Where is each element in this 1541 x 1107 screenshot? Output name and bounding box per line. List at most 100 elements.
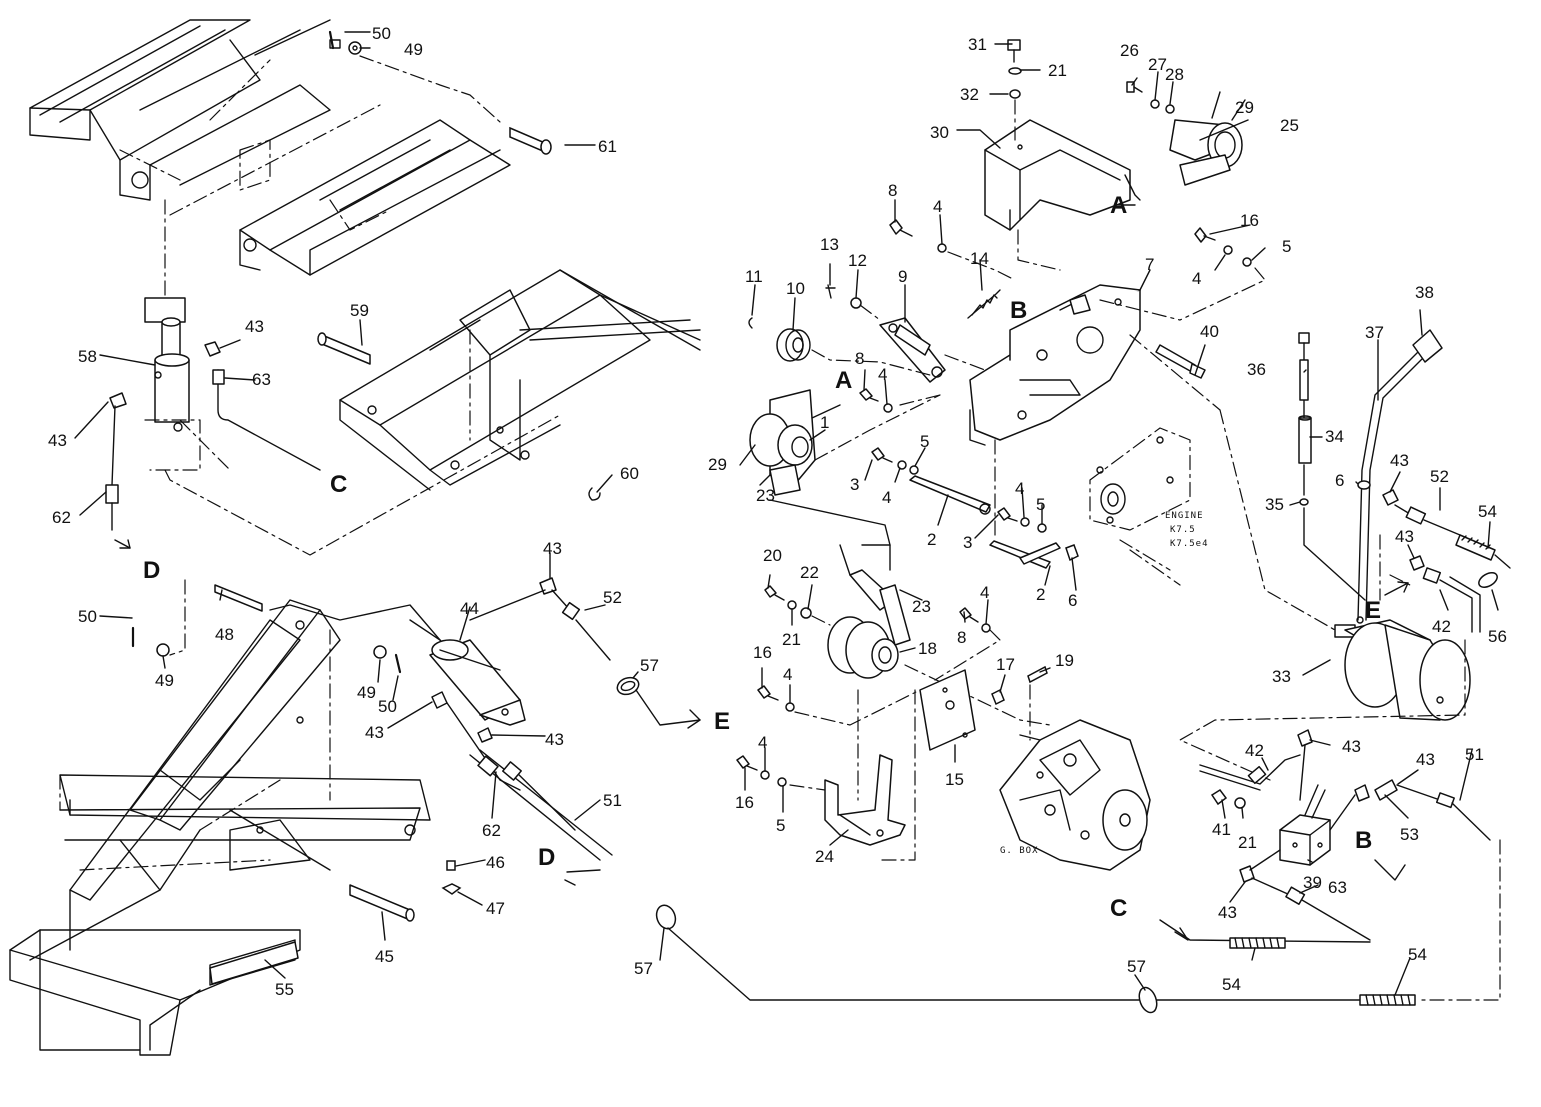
callout-43: 43 <box>1218 903 1237 922</box>
callout-63: 63 <box>1328 878 1347 897</box>
callout-9: 9 <box>898 267 907 286</box>
hydraulic-pump-33 <box>1334 616 1471 721</box>
callout-13: 13 <box>820 235 839 254</box>
callout-28: 28 <box>1165 65 1184 84</box>
washer-21-mid <box>787 600 797 610</box>
hose-52-lower <box>551 589 611 661</box>
callout-48: 48 <box>215 625 234 644</box>
callout-8: 8 <box>855 349 864 368</box>
washer-4-top-right <box>1223 245 1233 255</box>
callout-20: 20 <box>763 546 782 565</box>
callout-63: 63 <box>252 370 271 389</box>
callout-15: 15 <box>945 770 964 789</box>
callout-18: 18 <box>918 639 937 658</box>
washer-49-left <box>156 643 170 657</box>
bracket-24 <box>824 754 906 846</box>
callout-30: 30 <box>930 123 949 142</box>
callout-21: 21 <box>1238 833 1257 852</box>
washer-22 <box>800 607 812 619</box>
callout-4: 4 <box>933 197 942 216</box>
callout-21: 21 <box>1048 61 1067 80</box>
mower-deck-frame <box>339 269 701 491</box>
elbow-43-left-a <box>204 341 221 357</box>
mounting-plate-15 <box>919 669 976 751</box>
pulley-25 <box>1169 119 1243 186</box>
callout-5: 5 <box>1282 237 1291 256</box>
callout-60: 60 <box>620 464 639 483</box>
callout-4: 4 <box>1192 269 1201 288</box>
hydraulic-pipe-63-left <box>212 369 321 471</box>
engine-model-1: K7.5 <box>1170 525 1196 535</box>
lever-arm-2-lower <box>989 540 1061 569</box>
callout-2: 2 <box>1036 585 1045 604</box>
callout-42: 42 <box>1245 741 1264 760</box>
callout-14: 14 <box>970 249 989 268</box>
callout-6: 6 <box>1068 591 1077 610</box>
callout-3: 3 <box>963 533 972 552</box>
pulley-10 <box>776 328 811 362</box>
callout-41: 41 <box>1212 820 1231 839</box>
washer-4-lower-right <box>981 623 991 633</box>
callout-19: 19 <box>1055 651 1074 670</box>
callout-47: 47 <box>486 899 505 918</box>
callout-43: 43 <box>245 317 264 336</box>
callout-49: 49 <box>155 671 174 690</box>
gearbox-label: G. BOX <box>1000 846 1039 856</box>
elbow-43-left-b <box>109 392 127 409</box>
arm-9 <box>879 317 946 383</box>
washer-21-top <box>1008 67 1022 75</box>
bolt-16-low <box>736 755 758 771</box>
engine-model-2: K7.5e4 <box>1170 539 1209 549</box>
nut-17 <box>991 688 1005 706</box>
bolt-8-mid <box>859 388 879 402</box>
elbow-43-cyl-b <box>477 727 493 743</box>
callout-50: 50 <box>372 24 391 43</box>
idler-pulley-1 <box>749 389 816 496</box>
bolt-26 <box>1126 81 1143 93</box>
washer-12 <box>850 297 862 309</box>
callout-4: 4 <box>783 665 792 684</box>
callout-21: 21 <box>782 630 801 649</box>
callout-27: 27 <box>1148 55 1167 74</box>
lever-arm-2-upper <box>909 475 991 515</box>
callout-16: 16 <box>735 793 754 812</box>
spring-54-right <box>1455 534 1511 569</box>
callout-36: 36 <box>1247 360 1266 379</box>
washer-4-bottom <box>785 702 795 712</box>
belt-23 <box>849 569 911 646</box>
callout-4: 4 <box>980 583 989 602</box>
elbow-43-lower-b <box>1354 784 1370 802</box>
split-pin-50-top <box>328 30 335 50</box>
reference-letter-A: A <box>835 367 852 394</box>
callout-22: 22 <box>800 563 819 582</box>
callout-38: 38 <box>1415 283 1434 302</box>
callout-45: 45 <box>375 947 394 966</box>
hose-62-left <box>105 405 119 531</box>
bracket-plate-7 <box>969 284 1181 446</box>
callout-42: 42 <box>1432 617 1451 636</box>
pin-13 <box>825 284 836 299</box>
callout-labels: 50 49 61 43 63 58 43 62 59 60 48 50 49 4… <box>48 24 1507 999</box>
spring-14 <box>967 289 1001 319</box>
nut-46 <box>446 860 456 871</box>
washer-4-mid <box>883 403 893 413</box>
callout-54: 54 <box>1222 975 1241 994</box>
washer-5-top-right <box>1242 257 1252 267</box>
lift-cylinder-58 <box>144 297 201 471</box>
callout-49: 49 <box>357 683 376 702</box>
callout-7: 7 <box>1145 255 1154 274</box>
washer-4-bottom-low <box>760 770 770 780</box>
bolt-8-lower <box>959 607 979 623</box>
callout-43: 43 <box>365 723 384 742</box>
reference-letter-A: A <box>1110 192 1127 219</box>
callout-46: 46 <box>486 853 505 872</box>
callout-57: 57 <box>1127 957 1146 976</box>
callout-12: 12 <box>848 251 867 270</box>
callout-52: 52 <box>603 588 622 607</box>
callout-33: 33 <box>1272 667 1291 686</box>
reference-letter-E: E <box>1365 597 1381 624</box>
reference-letter-E: E <box>714 708 730 735</box>
callout-40: 40 <box>1200 322 1219 341</box>
pin-45 <box>349 884 415 922</box>
washer-32 <box>1009 89 1021 99</box>
